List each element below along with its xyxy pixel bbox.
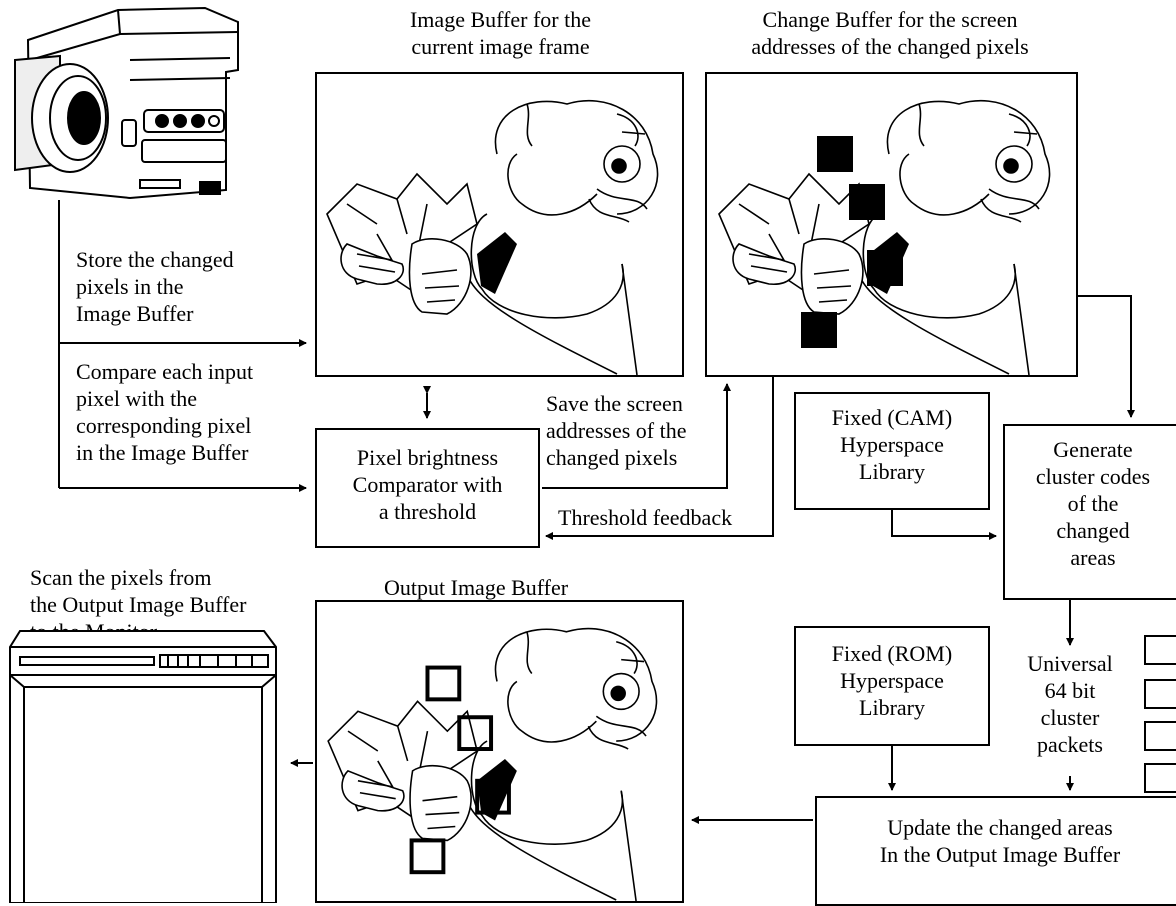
packet-rect-4 bbox=[1144, 763, 1176, 793]
change-buffer-panel bbox=[705, 72, 1078, 377]
rom-library-box: Fixed (ROM) Hyperspace Library bbox=[794, 626, 990, 746]
packet-rect-2 bbox=[1144, 679, 1176, 709]
update-areas-box: Update the changed areas In the Output I… bbox=[815, 796, 1176, 906]
threshold-feedback-label: Threshold feedback bbox=[558, 505, 733, 530]
save-addresses-label: Save the screen addresses of the changed… bbox=[546, 391, 687, 470]
packet-rect-3 bbox=[1144, 721, 1176, 751]
changed-pixel-block bbox=[867, 250, 903, 286]
updated-area-outline bbox=[475, 778, 511, 815]
output-buffer-title: Output Image Buffer bbox=[384, 575, 569, 600]
compare-each-label: Compare each input pixel with the corres… bbox=[76, 359, 254, 465]
changed-pixel-block bbox=[849, 184, 885, 220]
arrow-save-addresses bbox=[542, 383, 731, 489]
cluster-codes-box: Generate cluster codes of the changed ar… bbox=[1003, 424, 1176, 600]
updated-area-outline bbox=[457, 715, 494, 752]
updated-area-outline bbox=[425, 665, 462, 702]
cartoon-figure-change bbox=[718, 99, 1051, 376]
cartoon-figure-output bbox=[327, 627, 658, 902]
arrow-change-to-cluster bbox=[1076, 295, 1135, 418]
cartoon-figure-image bbox=[326, 99, 659, 376]
monitor-icon bbox=[9, 630, 277, 903]
arrow-threshold-feedback bbox=[545, 376, 774, 540]
changed-pixel-block bbox=[801, 312, 837, 348]
camcorder-icon bbox=[14, 6, 239, 200]
output-buffer-panel bbox=[315, 600, 684, 903]
store-changed-label: Store the changed pixels in the Image Bu… bbox=[76, 247, 234, 326]
changed-pixel-block bbox=[817, 136, 853, 172]
packet-rect-1 bbox=[1144, 635, 1176, 665]
image-buffer-title: Image Buffer for the current image frame bbox=[409, 7, 592, 59]
cam-library-box: Fixed (CAM) Hyperspace Library bbox=[794, 392, 990, 510]
comparator-box: Pixel brightness Comparator with a thres… bbox=[315, 428, 540, 548]
change-buffer-title: Change Buffer for the screen addresses o… bbox=[751, 7, 1029, 59]
universal-packets-label: Universal 64 bit cluster packets bbox=[1027, 651, 1113, 757]
updated-area-outline bbox=[409, 838, 446, 875]
arrow-cam-to-cluster bbox=[891, 510, 997, 540]
image-buffer-panel bbox=[315, 72, 684, 377]
